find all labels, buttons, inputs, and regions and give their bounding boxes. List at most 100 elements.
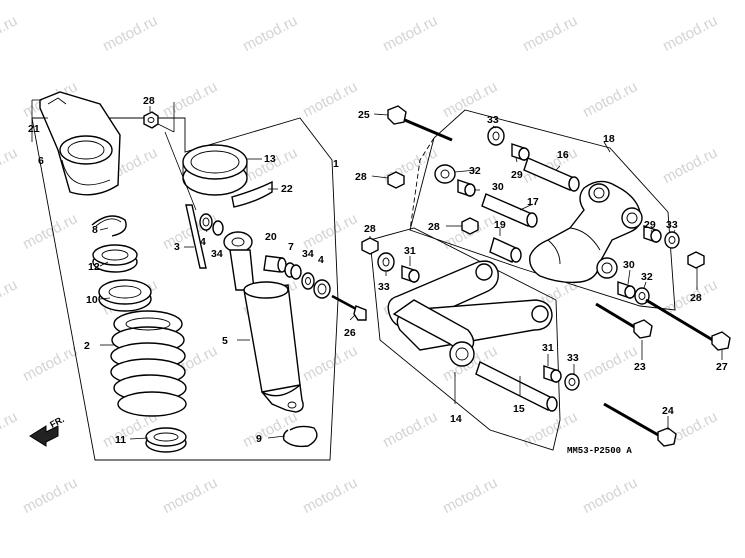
diagram-code: MM53-P2500 A [567,446,632,456]
callout-30-left: 30 [492,181,504,193]
part-28-nut-lower-left [361,236,379,255]
callout-28: 28 [143,95,155,107]
part-31-bearing-lower-left [401,265,420,283]
linkage-group-outlines [369,109,676,451]
callout-31-right: 31 [542,342,554,354]
right-leader-lines [385,125,676,404]
left-leader-lines [31,99,356,440]
part-4-dust-seal-upper [199,213,213,231]
part-29-bearing-right [643,225,662,243]
callout-1: 1 [333,158,339,170]
callout-9: 9 [256,433,262,445]
callout-34-lower: 34 [302,248,314,260]
callout-7: 7 [288,241,294,253]
callout-33-lower-left: 33 [378,281,390,293]
callout-6: 6 [38,155,44,167]
callout-31-left: 31 [404,245,416,257]
callout-12: 12 [88,261,100,273]
part-28-nut-left [371,171,405,189]
part-31-bearing-lower-right [543,365,562,383]
callout-3: 3 [174,241,180,253]
part-28-nut-right [687,251,705,290]
part-19-bushing [489,237,522,263]
part-6-top-mount [39,91,121,196]
part-13-spring-adjuster [182,144,248,196]
part-20-collar [263,255,287,273]
shock-group-outline [31,117,339,461]
callout-11: 11 [115,434,126,446]
callout-26: 26 [344,327,356,339]
callout-32-right: 32 [641,271,653,283]
callout-32-left: 32 [469,165,481,177]
callout-22: 22 [281,183,293,195]
part-26-bolt [331,294,367,321]
callout-16: 16 [557,149,569,161]
part-34-bushing-lower [301,272,315,290]
callout-34-upper: 34 [211,248,223,260]
part-30-bearing-upper-left [457,179,476,197]
callout-27: 27 [716,361,728,373]
part-22-spring-seat-collar [231,180,273,208]
part-34-bushing-upper [212,220,224,236]
callout-5: 5 [222,335,228,347]
part-9-circlip [282,425,318,448]
callout-2: 2 [84,340,90,352]
part-33-seal-lower-left [377,252,395,272]
part-32-seal-upper-left [434,164,456,184]
callout-14: 14 [450,413,462,425]
callout-28-right: 28 [690,292,702,304]
part-2-spring [110,310,187,417]
part-33-seal-lower-right [564,373,580,391]
callout-4-lower: 4 [318,254,324,266]
part-12-spring-seat-stopper [92,244,138,273]
callout-21: 21 [28,123,40,135]
callout-20: 20 [265,231,277,243]
callout-15: 15 [513,403,525,415]
part-33-seal-top [487,126,505,146]
part-7-needle-bearing [284,262,302,280]
part-4-dust-seal-lower [313,279,331,299]
callout-8: 8 [92,224,98,236]
callout-10: 10 [86,294,98,306]
direction-label: FR. [48,414,65,430]
part-24-bolt [603,402,677,447]
part-8-circlip [91,215,127,237]
callout-28-center: 28 [428,221,440,233]
part-28-nut-center [446,217,479,235]
callout-24: 24 [662,405,674,417]
callout-28-lower-left: 28 [364,223,376,235]
front-direction-arrow: FR. [29,414,66,447]
callout-17: 17 [527,196,539,208]
callout-13: 13 [264,153,276,165]
part-27-bolt [645,298,731,360]
part-16-collar [523,157,580,192]
callout-18: 18 [603,133,615,145]
callout-29-right: 29 [644,219,656,231]
part-3-pushrod [185,204,207,269]
part-32-seal-right [634,287,650,305]
part-29-bearing-top [511,143,530,161]
part-30-bearing-right [617,281,636,299]
callout-33-right: 33 [666,219,678,231]
callout-29-top: 29 [511,169,523,181]
part-5-damper-body [223,231,304,413]
callout-23: 23 [634,361,646,373]
part-25-bolt [373,105,453,142]
part-10-spring-seat [98,279,152,312]
part-11-spring-guide [145,427,187,453]
callout-labels: 28 21 6 1 13 22 8 3 4 34 20 7 34 4 12 10… [28,95,728,456]
part-18-shock-arm [529,180,643,284]
part-28-nut-top [143,111,159,129]
callout-25: 25 [358,109,370,121]
callout-19: 19 [494,219,506,231]
part-33-seal-right [664,231,680,249]
callout-33-top: 33 [487,114,499,126]
part-14-shock-link [387,260,553,367]
part-15-collar [475,361,558,412]
part-17-collar [481,193,538,228]
callout-33-lower-right: 33 [567,352,579,364]
callout-28-left: 28 [355,171,367,183]
callout-4-upper: 4 [200,236,206,248]
callout-30-right: 30 [623,259,635,271]
